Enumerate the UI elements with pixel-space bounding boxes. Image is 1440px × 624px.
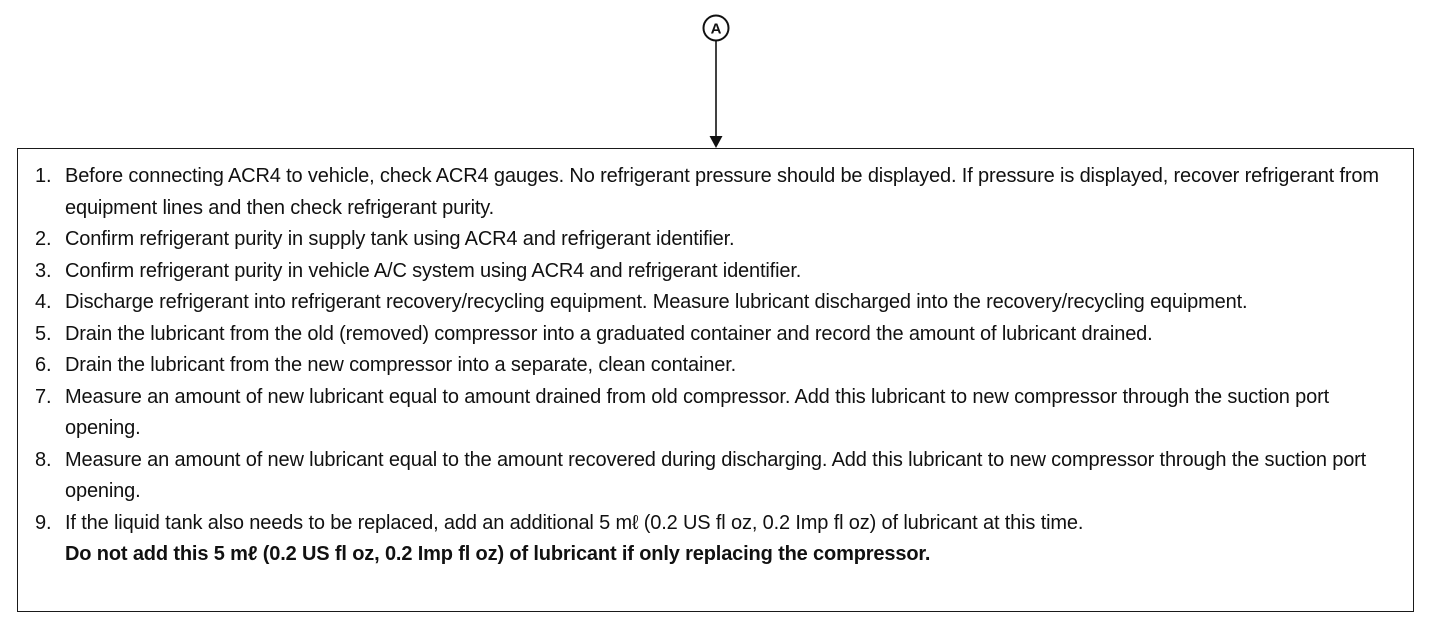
procedure-steps: 1. Before connecting ACR4 to vehicle, ch… [18,161,1413,571]
procedure-step-8: 8. Measure an amount of new lubricant eq… [18,445,1413,508]
step-text: Before connecting ACR4 to vehicle, check… [65,165,1379,219]
step-text: Drain the lubricant from the new compres… [65,354,737,376]
callout-connector: A [702,14,730,148]
procedure-step-4: 4. Discharge refrigerant into refrigeran… [18,287,1413,319]
step-number: 6. [35,354,52,376]
procedure-step-1: 1. Before connecting ACR4 to vehicle, ch… [18,161,1413,224]
step-number: 7. [35,385,52,408]
callout-label: A [711,21,722,38]
procedure-box: 1. Before connecting ACR4 to vehicle, ch… [17,148,1414,612]
step-text: Measure an amount of new lubricant equal… [65,448,1367,503]
step-text: Discharge refrigerant into refrigerant r… [65,291,1248,313]
callout-arrowhead [709,136,723,148]
step-number: 4. [35,291,52,313]
step-text: Drain the lubricant from the old (remove… [65,322,1153,345]
step-text: Confirm refrigerant purity in supply tan… [65,228,735,250]
procedure-step-3: 3. Confirm refrigerant purity in vehicle… [18,256,1413,288]
step-number: 5. [35,322,52,345]
procedure-step-2: 2. Confirm refrigerant purity in supply … [18,224,1413,256]
step-number: 8. [35,448,52,471]
step-text: Confirm refrigerant purity in vehicle A/… [65,259,802,282]
step-number: 3. [35,259,52,282]
step-text: If the liquid tank also needs to be repl… [65,511,1084,534]
procedure-step-9: 9. If the liquid tank also needs to be r… [18,508,1413,571]
procedure-step-6: 6. Drain the lubricant from the new comp… [18,350,1413,382]
procedure-step-7: 7. Measure an amount of new lubricant eq… [18,382,1413,445]
step-warning-note: Do not add this 5 mℓ (0.2 US fl oz, 0.2 … [65,543,931,565]
step-number: 9. [35,511,52,534]
step-number: 2. [35,228,52,250]
procedure-step-5: 5. Drain the lubricant from the old (rem… [18,319,1413,351]
step-number: 1. [35,165,52,187]
step-text: Measure an amount of new lubricant equal… [65,385,1329,440]
